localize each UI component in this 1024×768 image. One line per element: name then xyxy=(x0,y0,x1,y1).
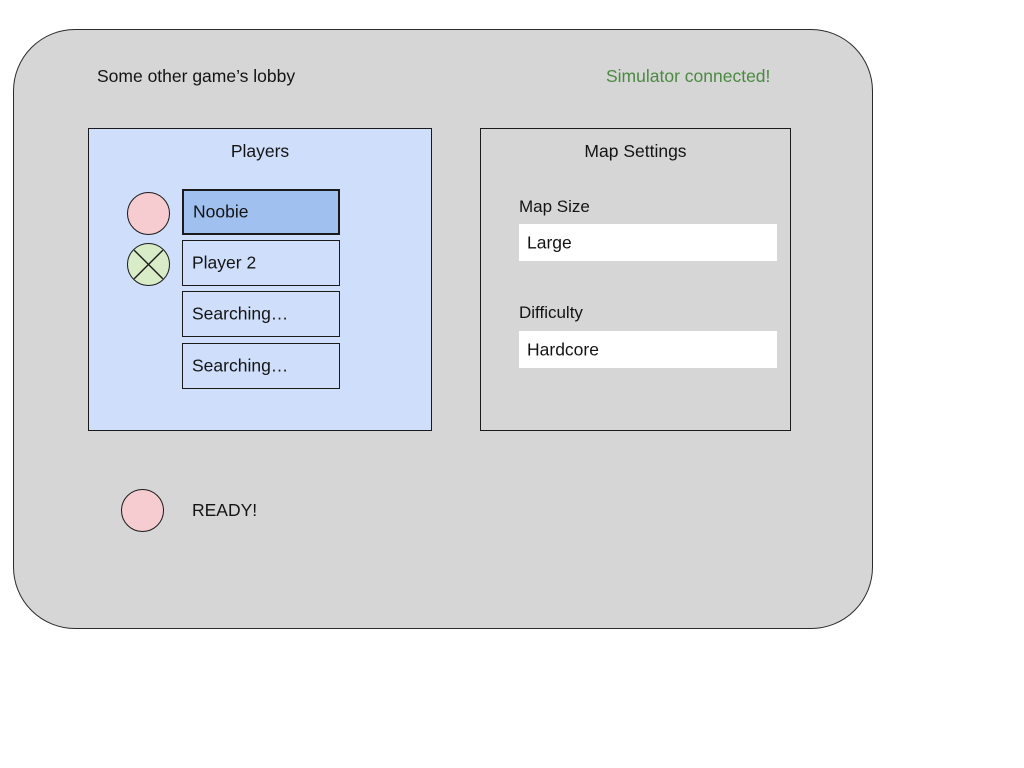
map-size-value: Large xyxy=(527,232,572,252)
cross-mark-icon xyxy=(133,249,164,280)
map-settings-panel: Map Settings Map Size Large Difficulty H… xyxy=(480,128,791,431)
player-slot-label: Noobie xyxy=(193,201,249,222)
simulator-status-text: Simulator connected! xyxy=(606,66,771,86)
player-slot-1[interactable]: Noobie xyxy=(182,189,340,235)
ready-label: READY! xyxy=(192,500,258,520)
players-panel: Players Noobie Player 2 Searching… xyxy=(88,128,432,431)
player-slot-3[interactable]: Searching… xyxy=(182,291,340,337)
player-row: Searching… xyxy=(89,343,431,393)
player-slot-4[interactable]: Searching… xyxy=(182,343,340,389)
player-ready-dot-icon[interactable] xyxy=(127,192,170,235)
difficulty-field[interactable]: Hardcore xyxy=(519,331,777,368)
map-settings-heading: Map Settings xyxy=(584,141,687,161)
player-row: Searching… xyxy=(89,291,431,341)
players-panel-heading: Players xyxy=(230,141,290,161)
player-slot-2[interactable]: Player 2 xyxy=(182,240,340,286)
lobby-card: Some other game’s lobby Simulator connec… xyxy=(13,29,873,629)
player-slot-label: Searching… xyxy=(192,355,289,376)
player-slot-label: Player 2 xyxy=(192,252,257,273)
player-row: Noobie xyxy=(89,189,431,239)
player-row: Player 2 xyxy=(89,240,431,290)
map-size-field[interactable]: Large xyxy=(519,224,777,261)
lobby-title: Some other game’s lobby xyxy=(97,66,296,86)
difficulty-value: Hardcore xyxy=(527,339,599,359)
player-crossed-dot-icon[interactable] xyxy=(127,243,170,286)
difficulty-label: Difficulty xyxy=(519,303,583,322)
ready-dot-icon[interactable] xyxy=(121,489,164,532)
player-slot-label: Searching… xyxy=(192,303,289,324)
map-size-label: Map Size xyxy=(519,197,590,216)
